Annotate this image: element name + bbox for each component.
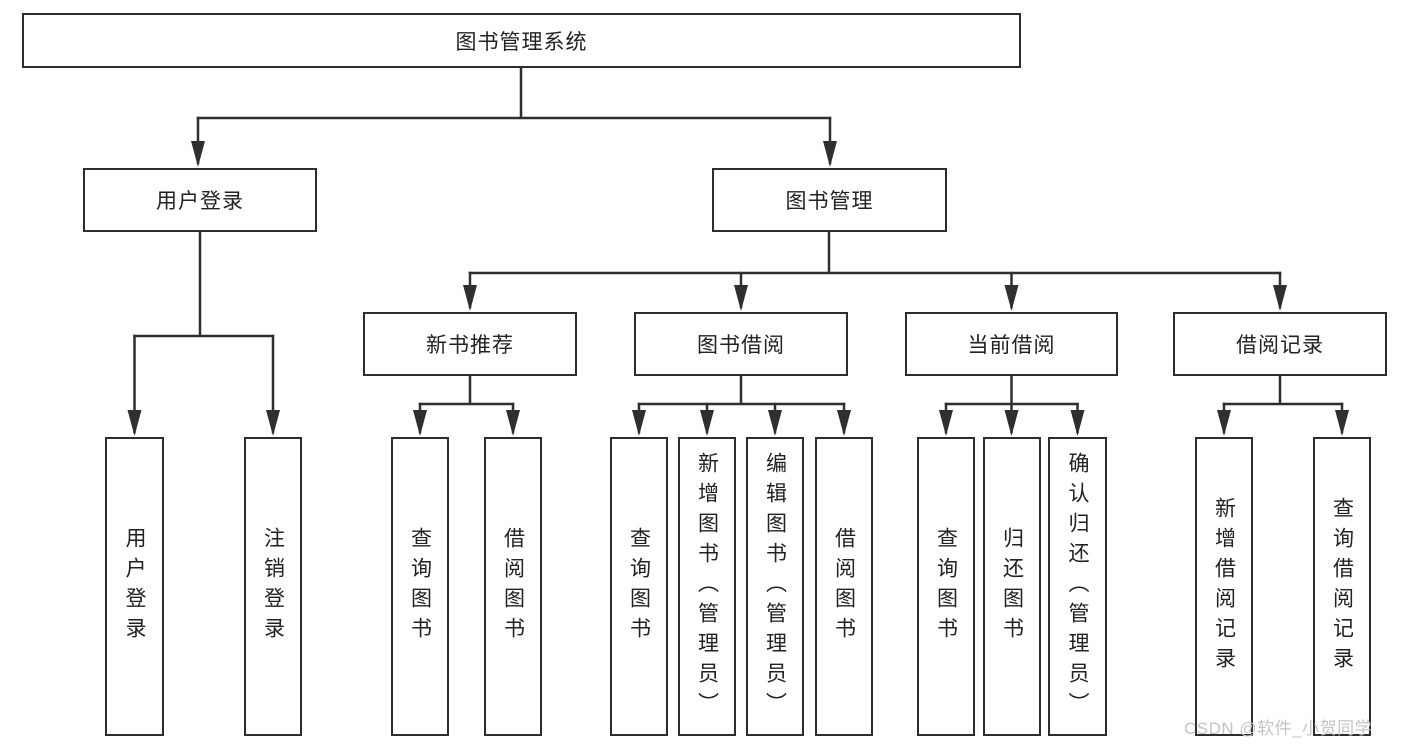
leaf-label: 新增借阅记录 bbox=[1212, 496, 1236, 677]
leaf-label: 借阅图书 bbox=[832, 526, 856, 647]
node-label: 用户登录 bbox=[156, 190, 244, 213]
node-label: 图书借阅 bbox=[697, 334, 785, 357]
node-new-book-recommend: 新书推荐 bbox=[363, 312, 577, 376]
leaf-query-books-borrow: 查询图书 bbox=[610, 437, 668, 736]
leaf-label: 新增图书（管理员） bbox=[695, 451, 719, 722]
leaf-edit-books-admin: 编辑图书（管理员） bbox=[746, 437, 804, 736]
node-book-borrow: 图书借阅 bbox=[634, 312, 848, 376]
leaf-label: 注销登录 bbox=[261, 526, 285, 647]
leaf-label: 查询借阅记录 bbox=[1330, 496, 1354, 677]
csdn-watermark: CSDN @软件_小贺同学 bbox=[1184, 719, 1373, 738]
leaf-label: 查询图书 bbox=[934, 526, 958, 647]
node-borrow-records: 借阅记录 bbox=[1173, 312, 1387, 376]
node-current-borrow: 当前借阅 bbox=[905, 312, 1118, 376]
node-user-login: 用户登录 bbox=[83, 168, 317, 232]
leaf-label: 确认归还（管理员） bbox=[1066, 451, 1089, 722]
leaf-label: 用户登录 bbox=[123, 526, 146, 647]
leaf-label: 查询图书 bbox=[627, 526, 651, 647]
leaf-add-books-admin: 新增图书（管理员） bbox=[678, 437, 736, 736]
leaf-user-login: 用户登录 bbox=[105, 437, 164, 736]
leaf-add-borrow-record: 新增借阅记录 bbox=[1195, 437, 1253, 736]
node-label: 新书推荐 bbox=[426, 334, 514, 357]
node-label: 借阅记录 bbox=[1236, 334, 1324, 357]
leaf-borrow-books-recommend: 借阅图书 bbox=[484, 437, 542, 736]
node-book-management: 图书管理 bbox=[712, 168, 947, 232]
leaf-confirm-return-admin: 确认归还（管理员） bbox=[1048, 437, 1107, 736]
leaf-label: 归还图书 bbox=[1000, 526, 1024, 647]
leaf-logout-login: 注销登录 bbox=[244, 437, 302, 736]
leaf-borrow-books-borrow: 借阅图书 bbox=[815, 437, 873, 736]
leaf-label: 借阅图书 bbox=[501, 526, 525, 647]
leaf-return-books: 归还图书 bbox=[983, 437, 1041, 736]
node-library-management-system: 图书管理系统 bbox=[22, 13, 1021, 68]
node-label: 图书管理 bbox=[785, 190, 874, 213]
node-label: 图书管理系统 bbox=[455, 30, 588, 54]
node-label: 当前借阅 bbox=[967, 334, 1056, 357]
leaf-label: 编辑图书（管理员） bbox=[763, 451, 787, 722]
leaf-label: 查询图书 bbox=[408, 526, 432, 647]
leaf-query-borrow-record: 查询借阅记录 bbox=[1313, 437, 1371, 736]
leaf-query-books-current: 查询图书 bbox=[917, 437, 975, 736]
leaf-query-books-recommend: 查询图书 bbox=[391, 437, 449, 736]
